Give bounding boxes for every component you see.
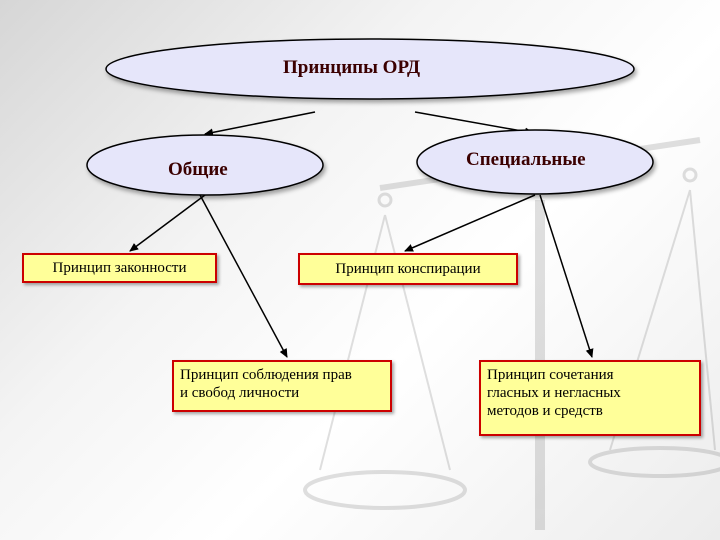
special-label: Специальные — [466, 149, 586, 170]
combination-text: Принцип сочетания гласных и негласных ме… — [487, 367, 621, 419]
special-oval — [416, 129, 654, 195]
arrow-root-to-special — [414, 111, 534, 136]
scales-background-icon — [303, 137, 720, 530]
arrow-special-to-combination — [539, 194, 594, 358]
root-label: Принципы ОРД — [283, 57, 421, 78]
rights-text: Принцип соблюдения прав и свобод личност… — [180, 367, 352, 401]
legality-box: Принцип законности — [22, 253, 217, 283]
general-label: Общие — [168, 159, 228, 180]
general-oval — [86, 134, 324, 196]
legality-text: Принцип законности — [52, 260, 187, 276]
arrow-root-to-general — [204, 111, 316, 137]
combination-box: Принцип сочетания гласных и негласных ме… — [479, 360, 701, 436]
root-oval — [105, 38, 635, 100]
arrow-general-to-rights — [199, 194, 288, 358]
arrow-special-to-conspiracy — [404, 194, 536, 252]
conspiracy-box: Принцип конспирации — [298, 253, 518, 285]
conspiracy-text: Принцип конспирации — [335, 261, 481, 277]
rights-box: Принцип соблюдения прав и свобод личност… — [172, 360, 392, 412]
arrow-general-to-legality — [129, 194, 206, 252]
connectors — [129, 111, 594, 358]
